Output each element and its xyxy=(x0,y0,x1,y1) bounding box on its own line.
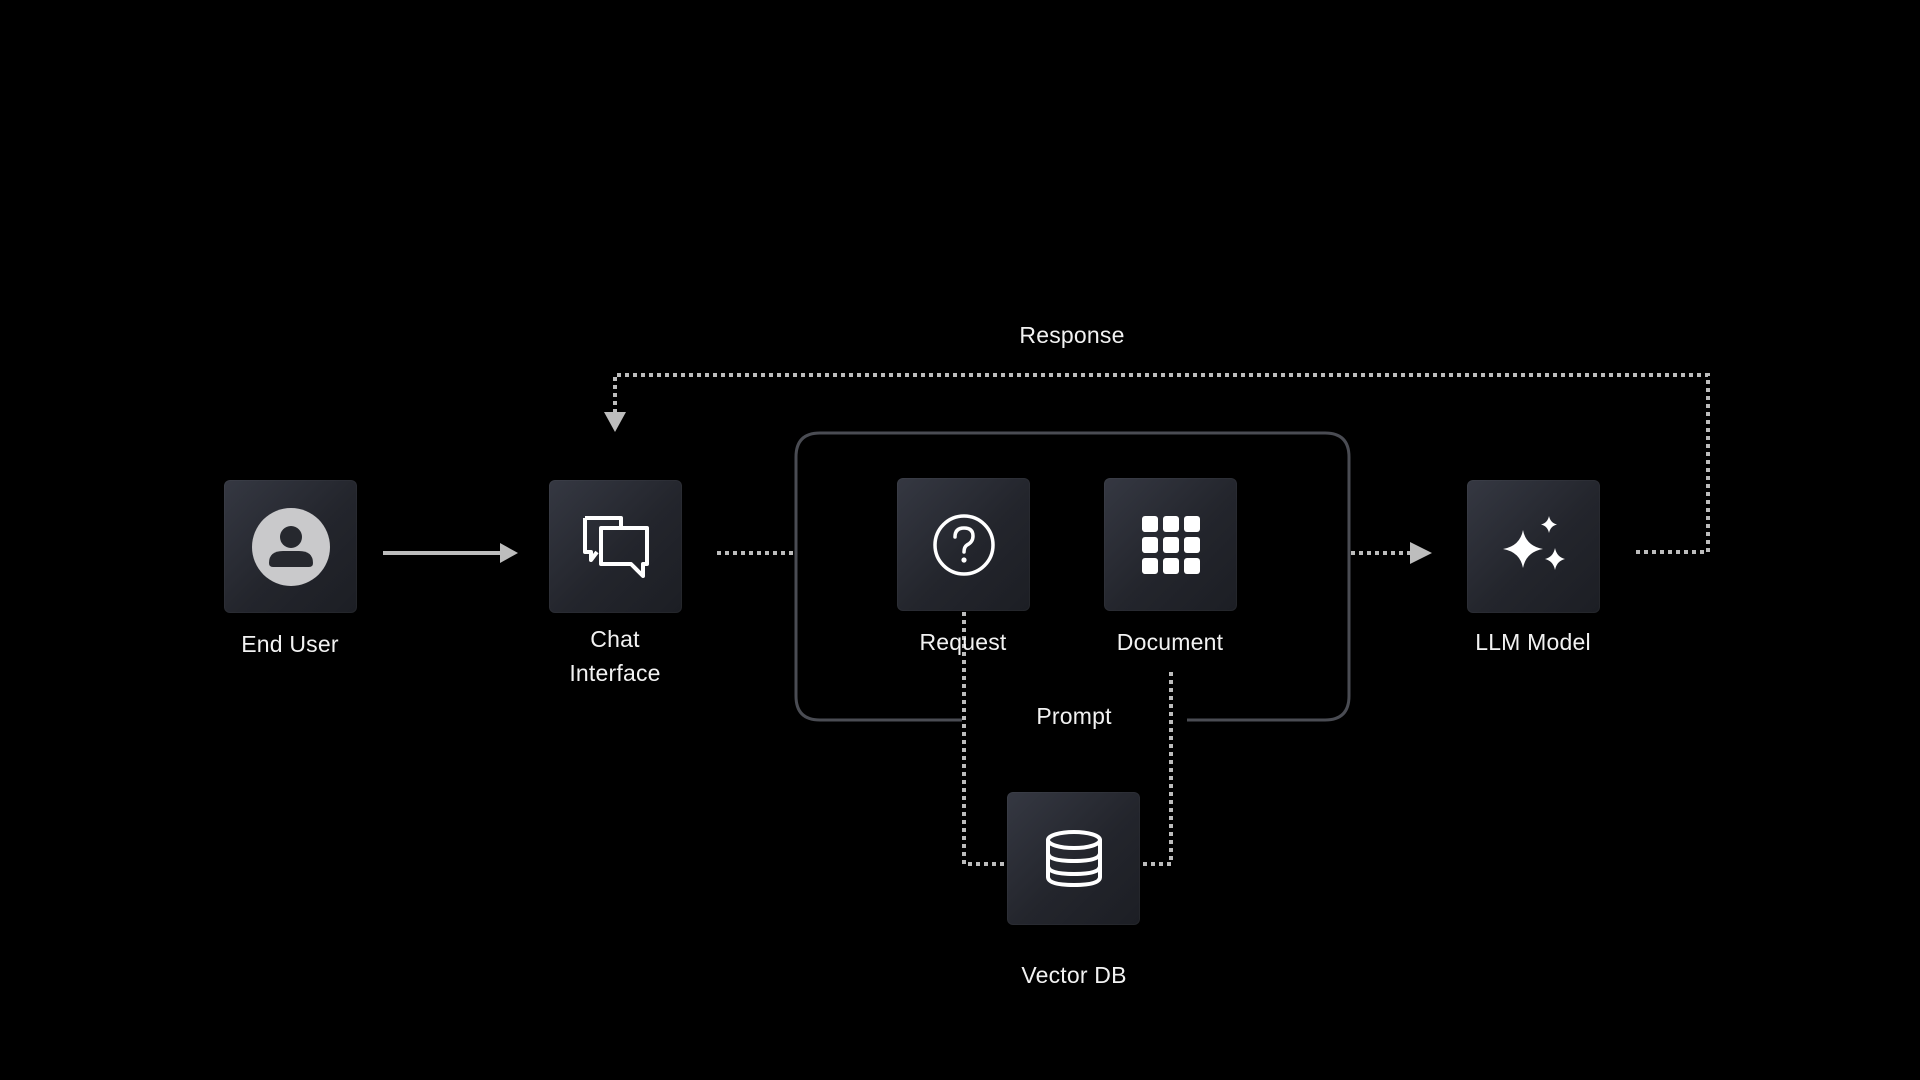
llm-model-label: LLM Model xyxy=(1475,629,1591,655)
chat-interface-node[interactable] xyxy=(549,480,682,613)
chat-interface-label: Chat Interface xyxy=(515,622,715,690)
sparkles-icon xyxy=(1502,515,1565,570)
llm-model-node[interactable] xyxy=(1467,480,1600,613)
edge-llm-response-arrowhead xyxy=(604,412,626,432)
edge-llm-response-loop xyxy=(613,373,1710,554)
prompt-label: Prompt xyxy=(1036,703,1112,729)
grid-icon xyxy=(1141,515,1200,574)
edge-request-to-vectordb xyxy=(962,612,1006,866)
question-circle-icon xyxy=(932,513,995,576)
end-user-label: End User xyxy=(241,631,339,657)
edge-user-to-chat-arrowhead xyxy=(500,543,518,563)
chat-interface-label-line2: Interface xyxy=(569,660,661,686)
request-node[interactable] xyxy=(897,478,1030,611)
end-user-node[interactable] xyxy=(224,480,357,613)
document-node[interactable] xyxy=(1104,478,1237,611)
response-label: Response xyxy=(1019,322,1125,348)
chat-bubbles-icon xyxy=(582,515,649,578)
request-label: Request xyxy=(919,629,1007,655)
user-circle-icon xyxy=(251,507,330,586)
document-label: Document xyxy=(1116,629,1224,655)
edge-document-to-vectordb xyxy=(1141,672,1173,866)
database-icon xyxy=(1045,829,1102,887)
edge-prompt-to-llm-arrowhead xyxy=(1410,542,1432,564)
vector-db-node[interactable] xyxy=(1007,792,1140,925)
prompt-group-border xyxy=(794,431,1351,722)
chat-interface-label-line1: Chat xyxy=(590,626,640,652)
vector-db-label: Vector DB xyxy=(1021,962,1127,988)
